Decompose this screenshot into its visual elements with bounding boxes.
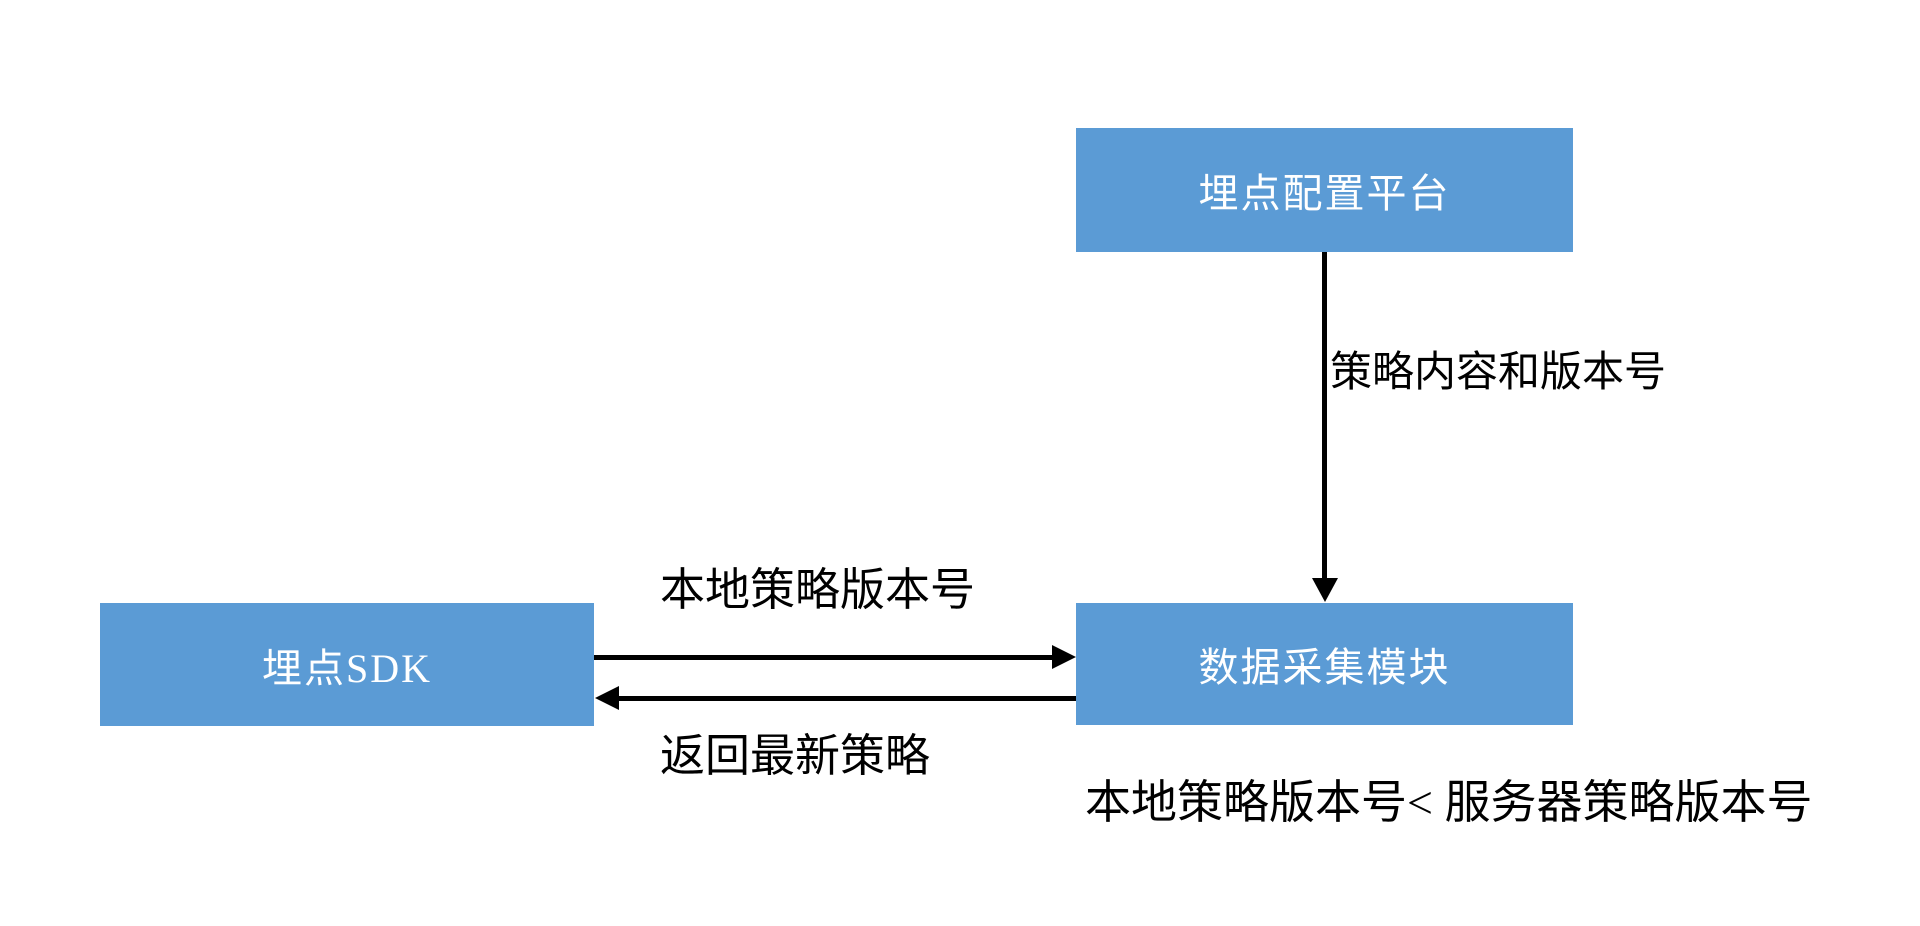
node-tracking-sdk: 埋点SDK [100,603,594,726]
edge-label-return-latest-policy: 返回最新策略 [660,731,931,781]
arrow-line-config-to-collector [1322,252,1327,578]
edge-label-local-policy-version: 本地策略版本号 [660,565,976,615]
edge-label-policy-content-version: 策略内容和版本号 [1330,350,1667,396]
node-config-platform: 埋点配置平台 [1076,128,1573,252]
arrowhead-right-icon [1052,645,1076,669]
node-data-collection-module: 数据采集模块 [1076,603,1573,725]
arrow-line-collector-to-sdk [619,696,1076,701]
arrowhead-left-icon [595,686,619,710]
annotation-version-comparison: 本地策略版本号< 服务器策略版本号 [1085,777,1813,828]
arrow-line-sdk-to-collector [594,655,1052,660]
arrowhead-down-icon [1312,578,1338,602]
